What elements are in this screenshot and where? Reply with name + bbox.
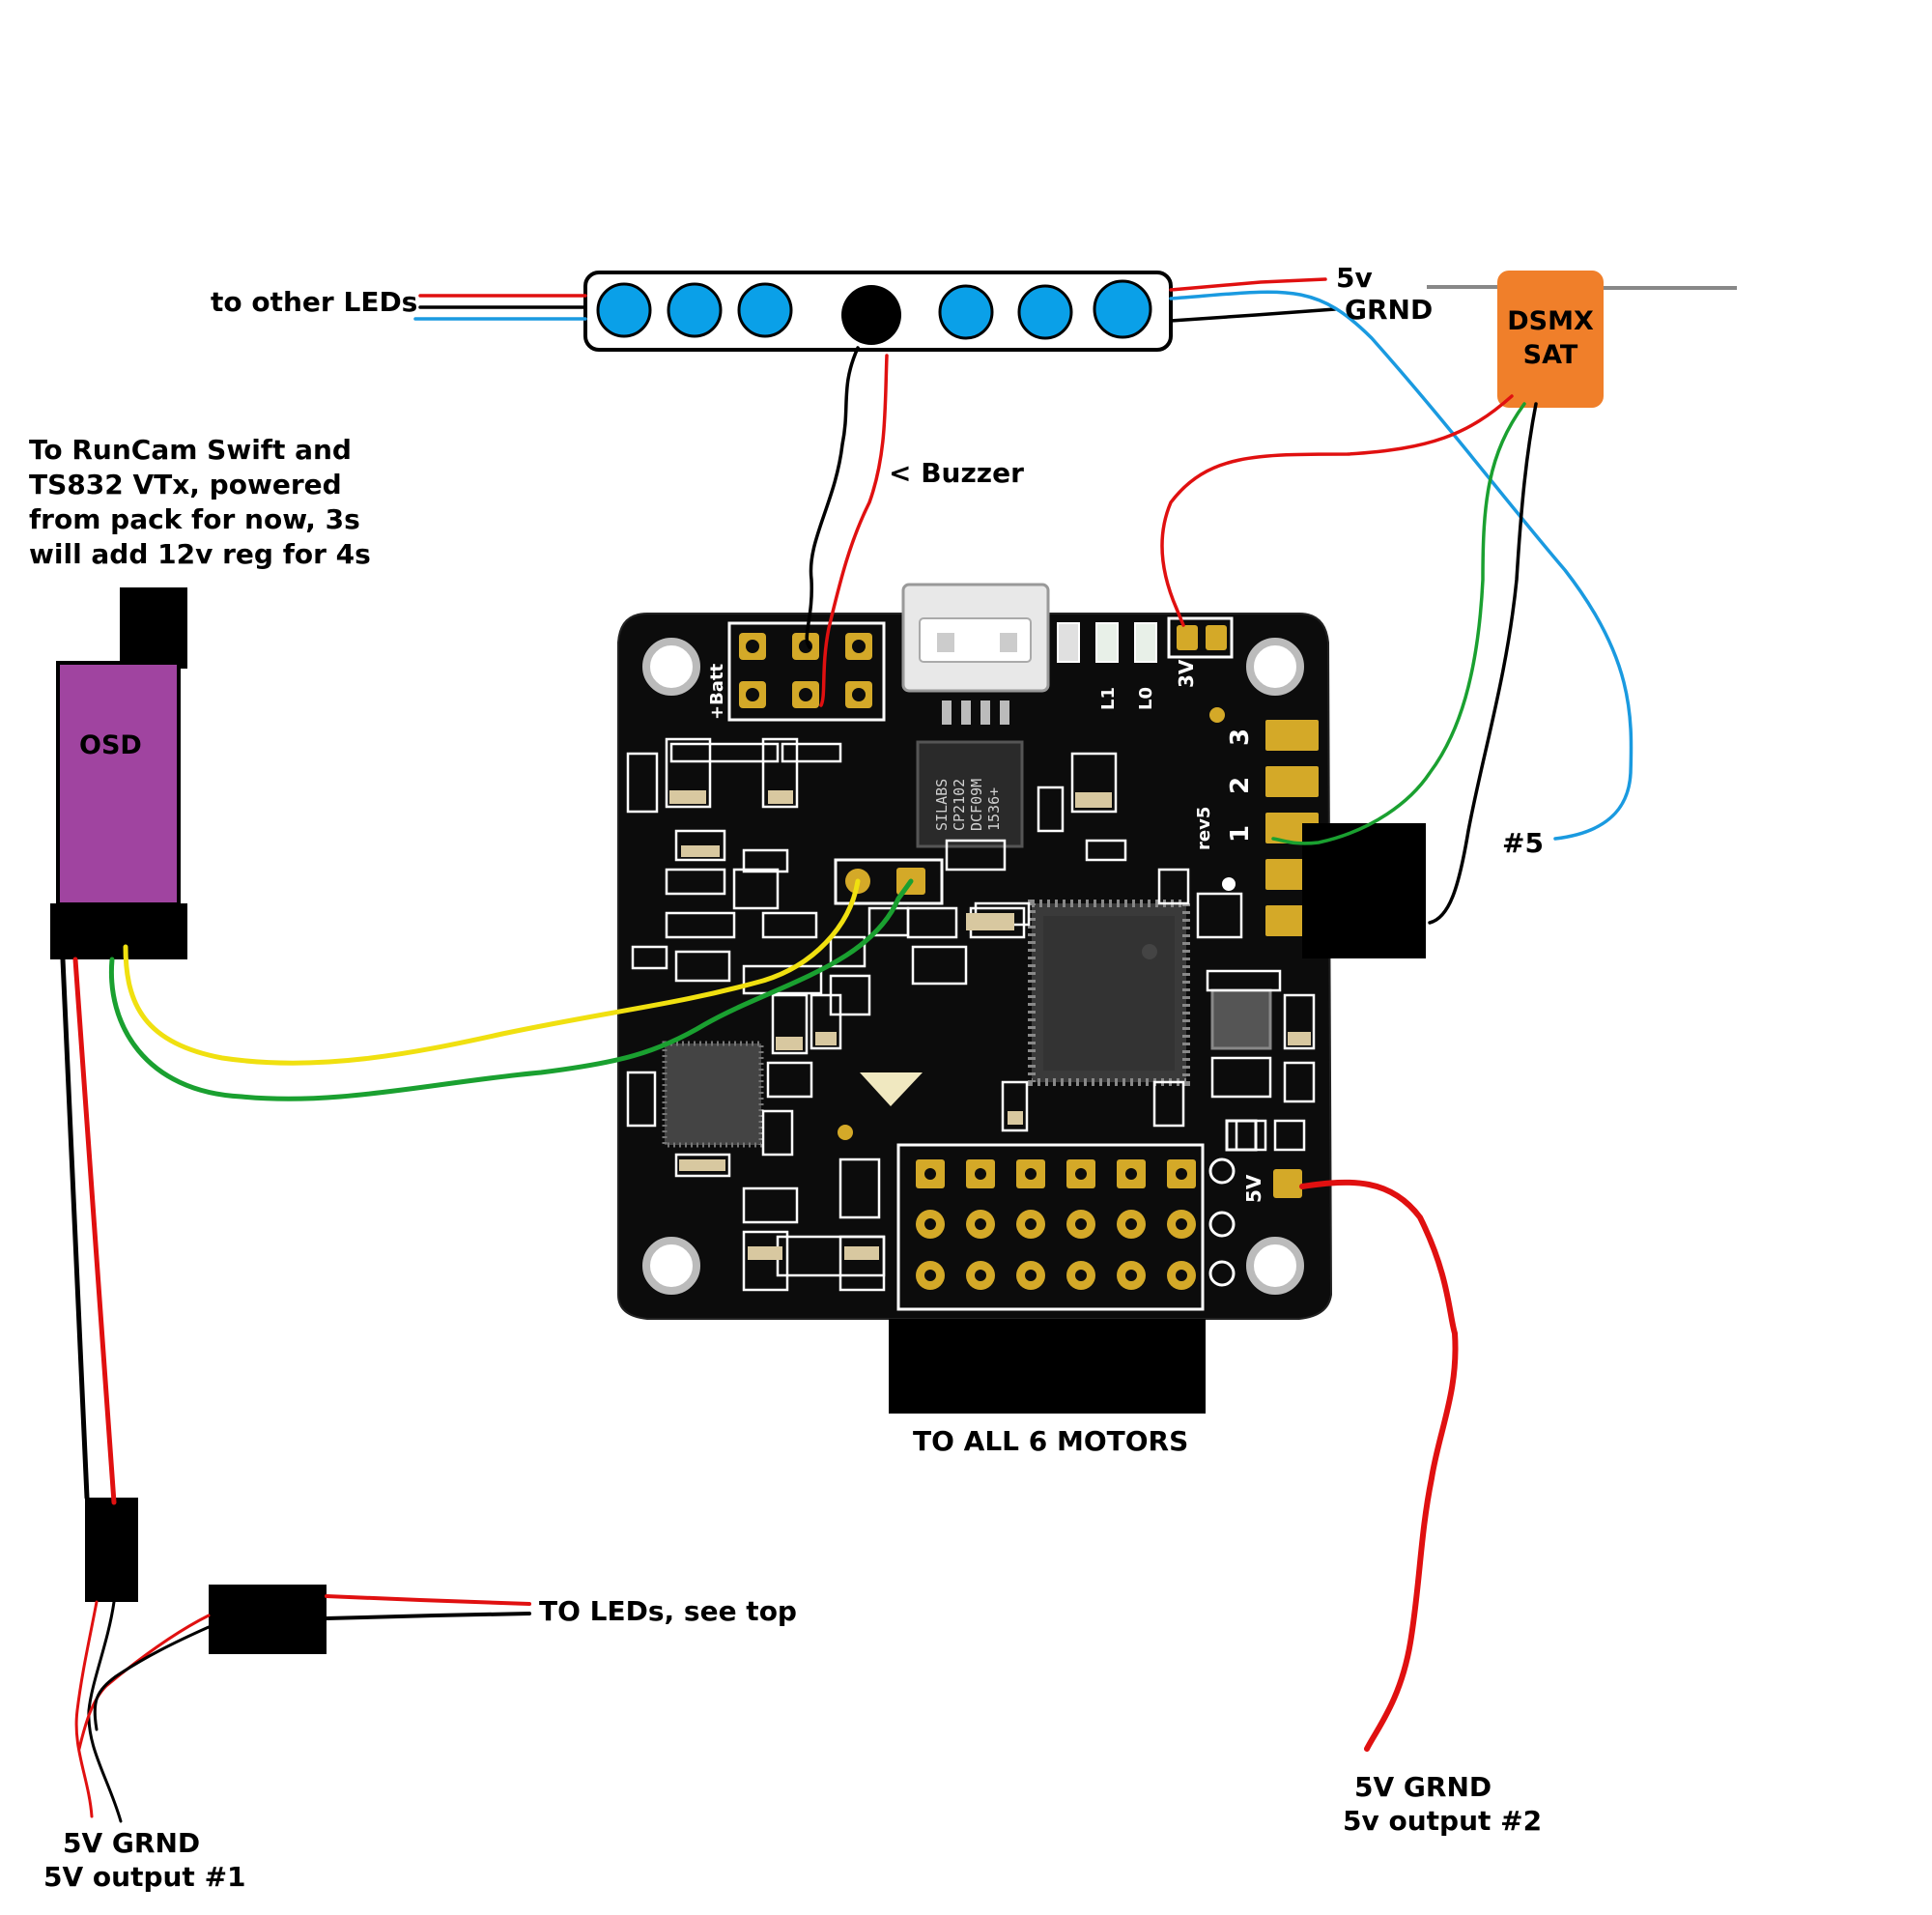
flight-controller-board: +Batt L1 L0 3V 3	[617, 583, 1333, 1320]
wire-led-data-blue	[1169, 290, 1634, 841]
label-to-other-leds: to other LEDs	[211, 286, 418, 318]
led-power-connector	[209, 1585, 327, 1654]
led-6	[1093, 279, 1152, 339]
wire-out1-black	[87, 1600, 123, 1823]
silk-vbatt: +Batt	[707, 663, 727, 720]
silk-l1: L1	[1098, 687, 1119, 710]
usb-chip-line-3: DCF09M	[968, 779, 985, 831]
wire-dsmx-black	[1428, 402, 1538, 925]
wire-osd-green	[108, 878, 914, 1101]
label-motors: TO ALL 6 MOTORS	[913, 1425, 1189, 1457]
buzzer-disc	[841, 285, 901, 345]
label-runcam-line3: from pack for now, 3s	[29, 503, 360, 535]
wire-dsmx-green	[1271, 402, 1526, 845]
buzzer-pads: +Batt	[707, 621, 886, 722]
label-out2-line1: 5V GRND	[1354, 1771, 1492, 1803]
silk-rev5: rev5	[1194, 807, 1214, 850]
osd-bottom-connector	[50, 903, 187, 959]
usb-chip-line-4: 1536+	[985, 787, 1003, 831]
smd-components	[626, 737, 1316, 1292]
label-to-leds-see-top: TO LEDs, see top	[539, 1595, 797, 1627]
osd-top-connector	[120, 587, 187, 669]
wire-out1-black-b	[93, 1625, 211, 1731]
wire-led-5v	[1169, 277, 1327, 292]
wire-to-leds-red	[325, 1594, 531, 1606]
wires	[60, 277, 1634, 1823]
receiver-connector-block	[1302, 823, 1426, 958]
label-grnd-top: GRND	[1345, 294, 1434, 326]
led-5	[1017, 284, 1073, 340]
wire-dsmx-red	[1160, 394, 1514, 627]
orientation-arrow	[860, 1072, 923, 1106]
label-runcam-line4: will add 12v reg for 4s	[29, 538, 371, 570]
usb-connector	[901, 583, 1050, 725]
output1-connector	[85, 1498, 138, 1602]
osd-module	[56, 661, 181, 906]
wire-osd-red	[72, 957, 117, 1505]
label-dsmx-line2: SAT	[1522, 340, 1578, 370]
usb-uart-chip: SILABS CP2102 DCF09M 1536+	[916, 740, 1024, 848]
silk-l0: L0	[1136, 687, 1156, 710]
3v-pads: 3V	[1167, 616, 1234, 688]
label-out2-line2: 5v output #2	[1343, 1805, 1543, 1837]
wire-osd-black	[60, 957, 90, 1501]
imu-chip	[662, 1041, 764, 1148]
wire-osd-yellow	[123, 878, 861, 1066]
wire-buzzer-red	[819, 354, 889, 707]
motor-header	[896, 1143, 1236, 1311]
silk-3: 3	[1226, 729, 1255, 746]
silk-1: 1	[1226, 825, 1255, 843]
led-1	[596, 282, 652, 338]
label-hash5: #5	[1502, 827, 1544, 859]
silk-5v: 5V	[1242, 1174, 1265, 1203]
5v-output-pad: 5V	[1225, 1119, 1302, 1203]
wire-out2-red	[1299, 1179, 1459, 1752]
smd-caps	[669, 790, 1311, 1260]
usb-chip-line-2: CP2102	[951, 779, 968, 831]
label-runcam-line1: To RunCam Swift and	[29, 434, 352, 466]
status-leds: L1 L0	[1057, 622, 1157, 710]
motor-connector-block	[889, 1319, 1206, 1414]
label-buzzer: < Buzzer	[889, 457, 1024, 489]
led-3	[737, 282, 793, 338]
side-pads: 3 2 1 rev5	[1194, 707, 1319, 936]
label-runcam-line2: TS832 VTx, powered	[29, 469, 342, 500]
led-4	[938, 284, 994, 340]
label-out1-line1: 5V GRND	[63, 1827, 201, 1859]
led-2	[667, 282, 723, 338]
usb-chip-line-1: SILABS	[933, 779, 951, 831]
silk-3v: 3V	[1175, 659, 1198, 688]
led-strip	[583, 271, 1173, 352]
label-dsmx-line1: DSMX	[1507, 306, 1594, 336]
wire-out1-red	[74, 1600, 99, 1818]
silk-2: 2	[1226, 777, 1255, 794]
label-osd: OSD	[79, 730, 142, 760]
regulator-chip	[1210, 988, 1272, 1050]
dsmx-satellite	[1497, 271, 1604, 408]
wire-to-leds-black	[325, 1612, 531, 1620]
wire-led-grnd	[1169, 307, 1337, 323]
main-mcu	[1028, 900, 1190, 1086]
wire-buzzer-black	[805, 346, 860, 649]
mounting-holes	[642, 638, 1304, 1295]
label-5v-top: 5v	[1336, 262, 1373, 294]
label-out1-line2: 5V output #1	[43, 1861, 246, 1893]
